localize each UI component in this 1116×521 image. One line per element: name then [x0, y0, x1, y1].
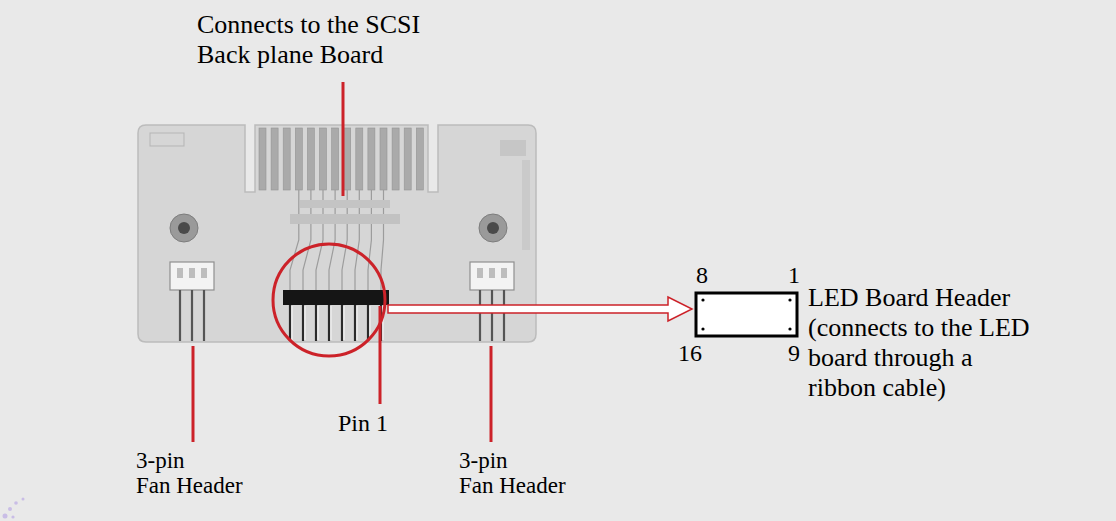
gold-finger: [295, 128, 302, 190]
connector-pin: [328, 305, 330, 341]
gold-finger: [380, 128, 387, 190]
leader-line: [192, 346, 195, 442]
pin-dot: [788, 298, 791, 301]
pcb-trace: [290, 190, 299, 291]
callout-label: LED Board Header (connects to the LED bo…: [808, 283, 1043, 403]
gold-finger: [392, 128, 399, 190]
gold-finger: [271, 128, 278, 190]
silkscreen-mark: [500, 140, 526, 156]
callout-label: Pin 1: [338, 410, 388, 436]
highlight-circle: [273, 244, 385, 356]
fan-header: [470, 262, 514, 341]
dot: [8, 507, 12, 511]
header-slot: [177, 268, 183, 278]
gold-finger: [307, 128, 314, 190]
mounting-hole: [178, 222, 190, 234]
connector-pin: [356, 306, 357, 340]
dot: [11, 515, 14, 518]
pin-number: 8: [696, 262, 708, 288]
header-pin: [179, 290, 181, 341]
connector-pin: [341, 305, 343, 341]
header-slot: [489, 268, 495, 278]
connector-pin: [315, 305, 317, 341]
hollow-arrow: [388, 297, 692, 321]
gold-finger: [368, 128, 375, 190]
connector-pin: [367, 305, 369, 341]
dot: [22, 498, 25, 501]
connector-pin: [343, 306, 344, 340]
pin-dot: [788, 327, 791, 330]
header-pin: [503, 290, 505, 341]
header-pin: [479, 290, 481, 341]
header-housing: [470, 262, 514, 290]
connector-pin: [304, 306, 305, 340]
header-slot: [501, 268, 507, 278]
header-pin: [491, 290, 493, 341]
leader-line: [490, 346, 493, 442]
gold-finger: [356, 128, 363, 190]
connector-pin: [302, 305, 304, 341]
header-slot: [477, 268, 483, 278]
silkscreen-mark: [300, 200, 390, 208]
gold-finger: [259, 128, 266, 190]
header-slot: [189, 268, 195, 278]
gold-finger: [404, 128, 411, 190]
mounting-hole: [479, 214, 507, 242]
mounting-hole: [487, 222, 499, 234]
gold-finger: [416, 128, 423, 190]
gold-finger: [332, 128, 339, 190]
header-outline: [696, 293, 797, 336]
corner-dots: [3, 498, 25, 519]
connector-pin: [291, 306, 292, 340]
dot: [3, 514, 8, 519]
pin-dot: [701, 327, 704, 330]
gold-finger: [283, 128, 290, 190]
header-housing: [170, 262, 214, 290]
gold-finger: [344, 128, 351, 190]
edge-connector: [259, 128, 423, 190]
header-slot: [201, 268, 207, 278]
connector-pin: [354, 305, 356, 341]
callout-label: 3-pin Fan Header: [459, 448, 575, 499]
pin-number: 16: [678, 340, 702, 366]
header-pin: [203, 290, 205, 341]
leader-line: [379, 306, 382, 404]
silkscreen-mark: [522, 160, 530, 250]
pin-number: 1: [788, 262, 800, 288]
connector-pin: [369, 306, 370, 340]
pin-number: 9: [788, 340, 800, 366]
leader-line: [342, 82, 345, 196]
silkscreen-mark: [150, 133, 184, 146]
fan-header: [170, 262, 214, 341]
silkscreen-mark: [290, 214, 400, 224]
mounting-hole: [170, 214, 198, 242]
connector-body: [283, 290, 389, 305]
callout-label: Connects to the SCSI Back plane Board: [197, 10, 447, 70]
dot: [14, 501, 18, 505]
gold-finger: [320, 128, 327, 190]
connector-pin: [330, 306, 331, 340]
callout-label: 3-pin Fan Header: [136, 448, 252, 499]
pin-dot: [701, 298, 704, 301]
connector-pin: [317, 306, 318, 340]
connector-pin: [289, 305, 291, 341]
header-pin: [191, 290, 193, 341]
